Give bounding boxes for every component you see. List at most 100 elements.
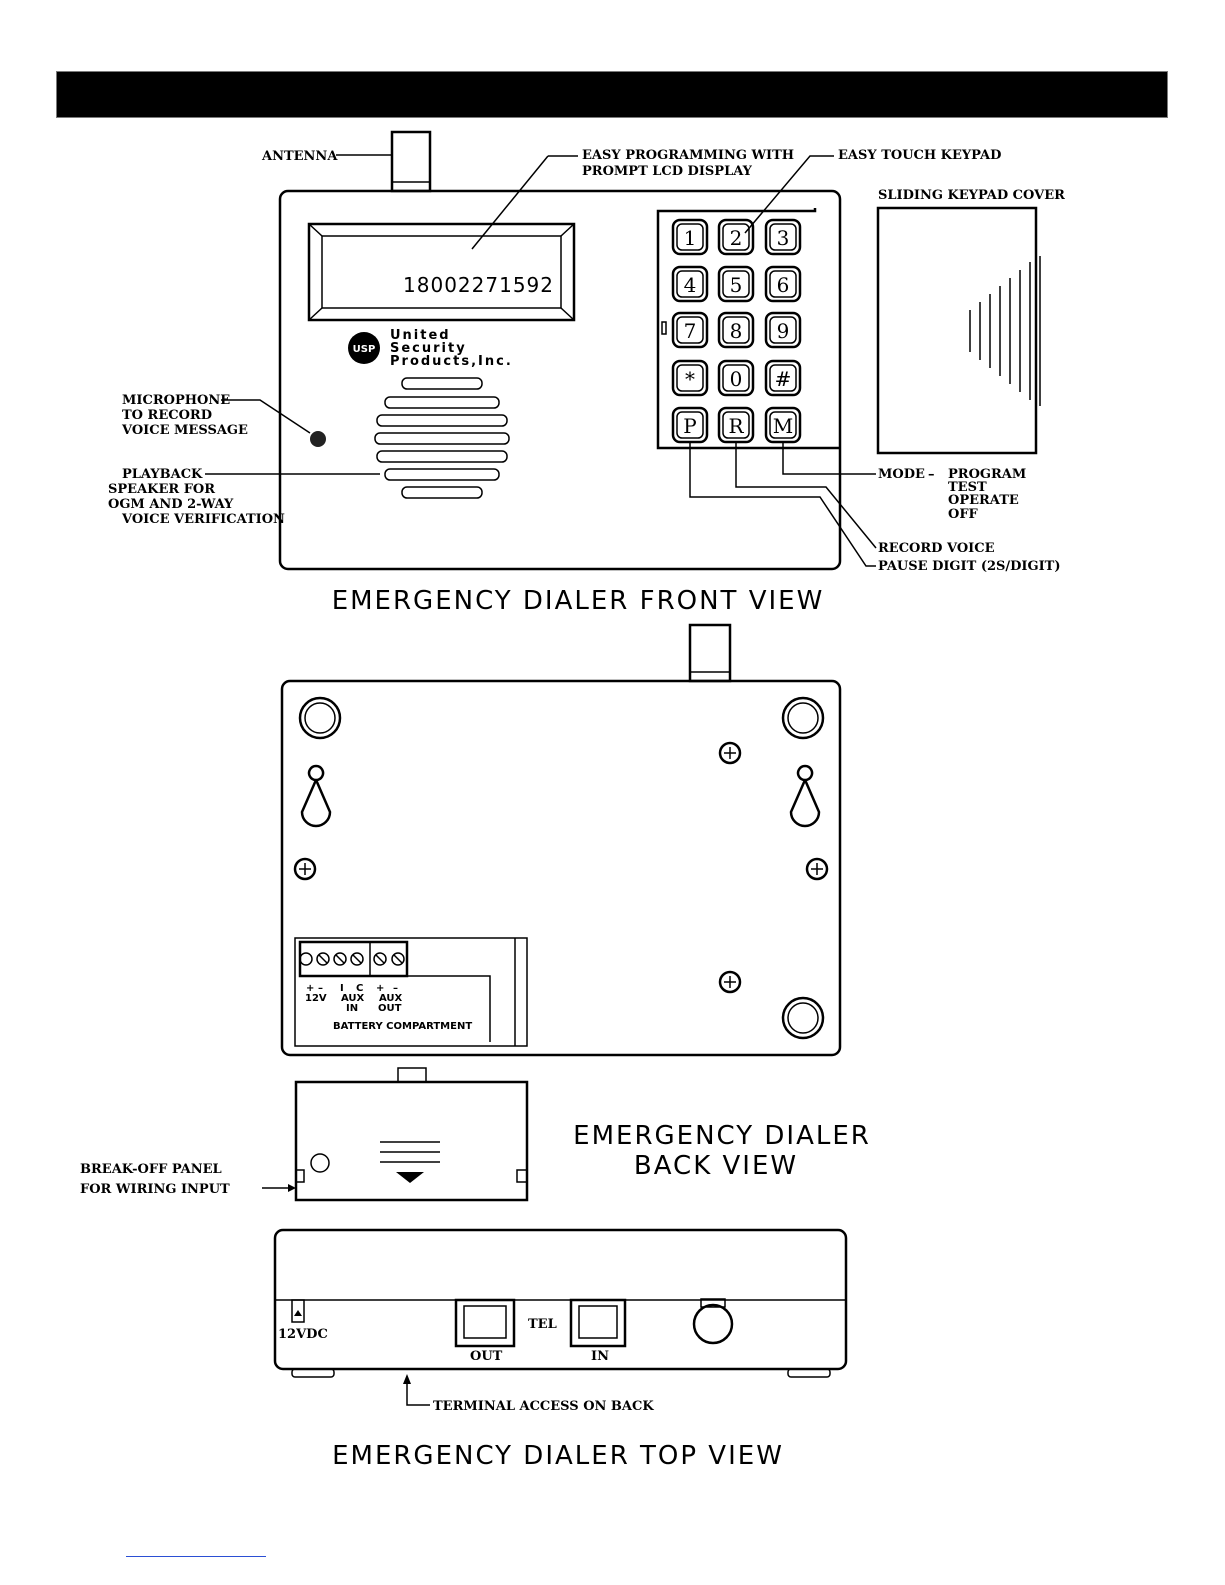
break-off-panel (294, 1080, 529, 1202)
cover-grip-lines (969, 256, 1041, 406)
front-body (278, 189, 842, 571)
break-off-label-line2: FOR WIRING INPUT (80, 1182, 230, 1197)
key-hash[interactable]: # (764, 359, 802, 397)
mode-test: TEST (948, 480, 987, 495)
terminal-access-label: TERMINAL ACCESS ON BACK (433, 1399, 654, 1414)
mode-off: OFF (948, 507, 979, 522)
keypad-label: EASY TOUCH KEYPAD (838, 148, 1001, 163)
svg-text:Products,Inc.: Products,Inc. (390, 354, 513, 369)
keyhole-mounts (300, 764, 821, 828)
terminal-minus-1: – (318, 983, 323, 994)
top-view: 12VDC TEL OUT IN TERMINAL ACCESS ON BACK… (273, 1228, 848, 1471)
back-view-caption-line1: EMERGENCY DIALER (573, 1121, 871, 1151)
mode-dash: – (928, 467, 935, 482)
antenna-label: ANTENNA (261, 149, 338, 164)
key-3[interactable]: 3 (764, 218, 802, 256)
terminal-block (298, 940, 409, 978)
key-p[interactable]: P (671, 406, 709, 444)
svg-text:USP: USP (353, 344, 376, 355)
pause-digit-label: PAUSE DIGIT (2S/DIGIT) (878, 559, 1061, 574)
key-0[interactable]: 0 (717, 359, 755, 397)
key-5[interactable]: 5 (717, 265, 755, 303)
usp-logo: USP United Security Products,Inc. (348, 328, 513, 369)
record-leader (735, 442, 877, 549)
key-4[interactable]: 4 (671, 265, 709, 303)
speaker-label-line4: VOICE VERIFICATION (121, 512, 285, 527)
speaker-grille (374, 377, 510, 499)
lcd-leader (471, 155, 549, 250)
svg-text:#: # (775, 367, 792, 391)
terminal-minus-2: – (393, 983, 398, 994)
svg-text:P: P (683, 414, 696, 438)
top-feet (291, 1368, 831, 1378)
dc-label: 12VDC (278, 1327, 328, 1342)
svg-text:2: 2 (730, 226, 743, 250)
key-9[interactable]: 9 (764, 311, 802, 349)
svg-text:7: 7 (684, 319, 697, 343)
key-1[interactable]: 1 (671, 218, 709, 256)
header-bar (56, 71, 1168, 118)
lcd-display (307, 222, 576, 322)
tel-label: TEL (528, 1317, 557, 1332)
battery-compartment-frame (294, 937, 528, 1047)
key-6[interactable]: 6 (764, 265, 802, 303)
dc-jack (291, 1299, 305, 1323)
front-view: ANTENNA 18002271592 EASY PROGRAMMING WIT… (108, 130, 1065, 616)
key-7[interactable]: 7 (671, 311, 709, 349)
mode-leader (782, 442, 876, 475)
keypad-leader (744, 155, 834, 234)
aux-in-label-2: IN (346, 1003, 358, 1014)
microphone-label-line2: TO RECORD (122, 408, 212, 423)
back-body (280, 679, 842, 1057)
speaker-label-line2: SPEAKER FOR (108, 482, 215, 497)
terminal-12v: 12V (305, 993, 327, 1004)
screws (293, 741, 829, 994)
back-view-caption-line2: BACK VIEW (634, 1151, 798, 1181)
svg-text:M: M (773, 414, 793, 438)
svg-text:9: 9 (777, 319, 790, 343)
key-8[interactable]: 8 (717, 311, 755, 349)
tel-in-jack[interactable] (569, 1298, 627, 1348)
record-voice-label: RECORD VOICE (878, 541, 995, 556)
microphone-leader (221, 399, 311, 434)
footer-link-line (126, 1556, 266, 1557)
terminal-plus-1: + (306, 983, 314, 994)
svg-text:6: 6 (777, 273, 790, 297)
terminal-screws (299, 952, 405, 966)
mode-program: PROGRAM (948, 467, 1026, 482)
mode-label: MODE (878, 467, 925, 482)
aux-out-label-1: AUX (379, 993, 403, 1004)
aux-in-label-1: AUX (341, 993, 365, 1004)
keypad-frame (656, 208, 840, 450)
svg-text:Security: Security (390, 341, 467, 356)
sliding-keypad-cover (876, 206, 1038, 455)
svg-text:United: United (390, 328, 451, 343)
microphone-label-line1: MICROPHONE (122, 393, 230, 408)
out-label: OUT (470, 1349, 503, 1364)
key-r[interactable]: R (717, 406, 755, 444)
speaker-label-line1: PLAYBACK (122, 467, 203, 482)
microphone-label-line3: VOICE MESSAGE (121, 423, 248, 438)
lcd-label-line2: PROMPT LCD DISPLAY (582, 164, 753, 179)
aux-out-label-2: OUT (378, 1003, 402, 1014)
svg-text:8: 8 (730, 319, 743, 343)
key-2[interactable]: 2 (717, 218, 755, 256)
tel-out-jack[interactable] (454, 1298, 516, 1348)
svg-text:1: 1 (684, 226, 697, 250)
terminal-access-leader (406, 1378, 430, 1406)
top-view-caption: EMERGENCY DIALER TOP VIEW (332, 1441, 784, 1471)
front-view-caption: EMERGENCY DIALER FRONT VIEW (332, 586, 825, 616)
key-star[interactable]: * (671, 359, 709, 397)
lcd-label-line1: EASY PROGRAMMING WITH (582, 148, 794, 163)
in-label: IN (591, 1349, 609, 1364)
mode-operate: OPERATE (948, 493, 1019, 508)
svg-text:4: 4 (684, 273, 697, 297)
key-m[interactable]: M (764, 406, 802, 444)
speaker-label-line3: OGM AND 2-WAY (108, 497, 234, 512)
cover-label: SLIDING KEYPAD COVER (878, 188, 1065, 203)
battery-compartment-label: BATTERY COMPARTMENT (333, 1021, 472, 1032)
antenna-stub (692, 1298, 734, 1345)
break-off-label-line1: BREAK-OFF PANEL (80, 1162, 222, 1177)
svg-text:R: R (728, 414, 744, 438)
